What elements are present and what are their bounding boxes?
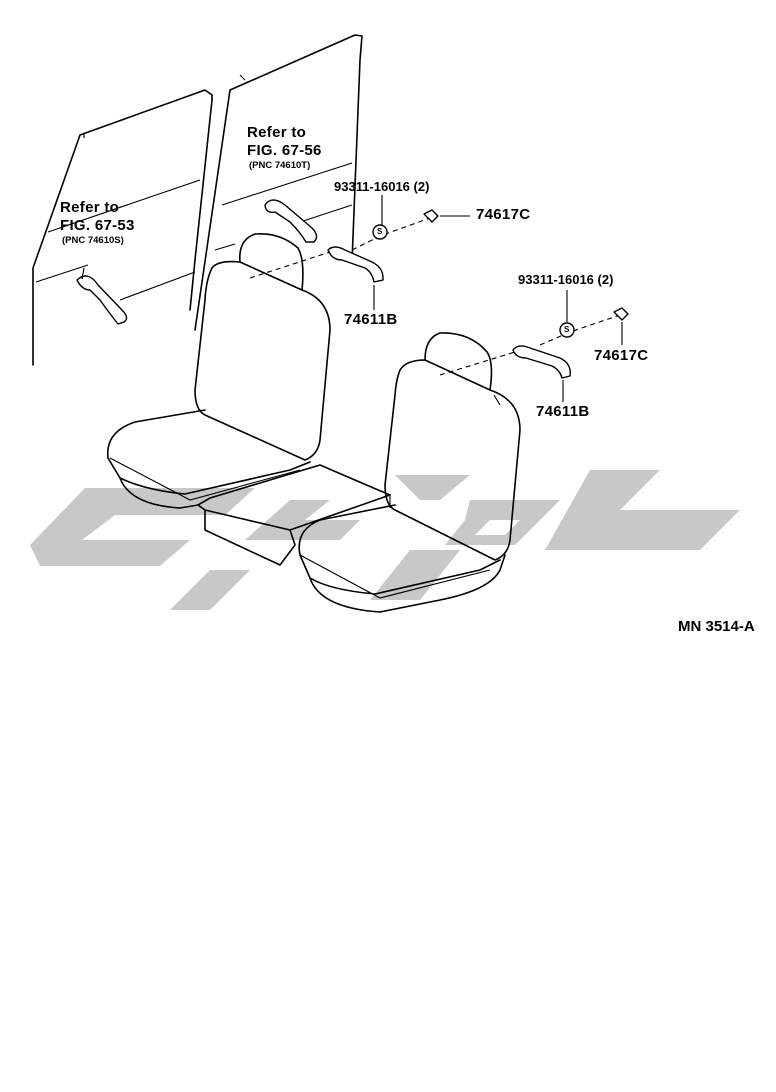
assist-grip-lower [439, 290, 629, 402]
refer-note-b-line3: (PNC 74610S) [62, 235, 124, 246]
watermark-logo [30, 470, 740, 610]
screw-part-number-lower: 93311-16016 (2) [518, 272, 614, 287]
screw-part-number-upper: 93311-16016 (2) [334, 179, 430, 194]
grip-part-number-lower: 74611B [536, 403, 590, 420]
seat-right [298, 332, 521, 613]
seat-left [106, 232, 331, 509]
assist-grip-upper [249, 195, 470, 310]
left-side-panel [32, 89, 213, 366]
refer-note-a-line1: Refer to [247, 124, 307, 141]
assist-grip-left-wall [76, 267, 128, 325]
refer-note-b-line2: FIG. 67-53 [60, 217, 135, 234]
screw-symbol-lower: S [564, 325, 570, 334]
refer-note-b-line1: Refer to [60, 199, 120, 216]
refer-note-a-line2: FIG. 67-56 [247, 142, 322, 159]
cap-part-number-lower: 74617C [594, 347, 649, 364]
refer-note-a-line3: (PNC 74610T) [249, 160, 311, 171]
cap-part-number-upper: 74617C [476, 206, 531, 223]
right-side-panel [194, 34, 363, 331]
assist-grip-right-wall [264, 199, 318, 243]
grip-part-number-upper: 74611B [344, 311, 398, 328]
screw-symbol-upper: S [377, 227, 383, 236]
diagram-code: MN 3514-A [678, 618, 755, 635]
